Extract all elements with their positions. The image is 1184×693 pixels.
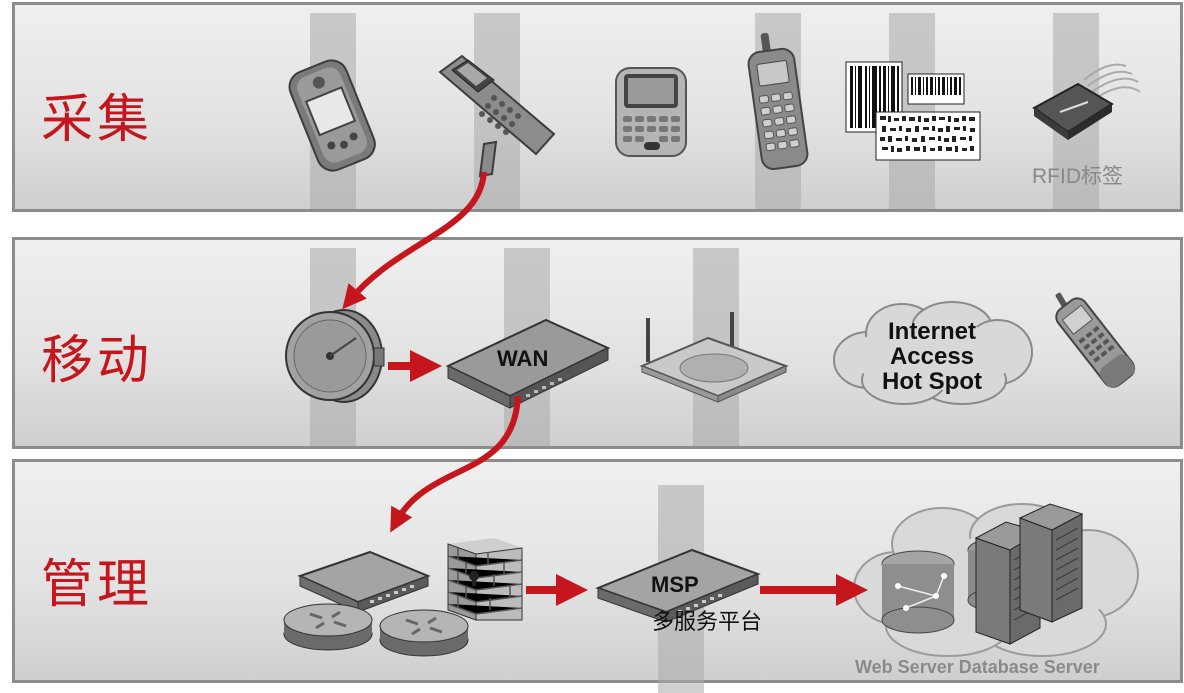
- msp-title: MSP: [651, 572, 699, 597]
- msp-platform-icon: [595, 548, 761, 623]
- row-label-mobile: 移动: [41, 331, 154, 391]
- hotspot-line-2: Access: [889, 343, 975, 370]
- server-cloud-icon: [853, 503, 1139, 657]
- barcode-scanner-icon: [438, 54, 556, 178]
- row-label-manage: 管理: [41, 555, 154, 615]
- router-icon: [283, 603, 373, 651]
- wan-router-icon: [445, 318, 611, 409]
- switch-icon: [297, 550, 431, 613]
- capture-panel: 采集: [12, 2, 1183, 212]
- rfid-caption: RFID标签: [1032, 165, 1123, 188]
- smartphone-icon: [615, 67, 687, 157]
- cell-phone-icon: [747, 32, 809, 171]
- rfid-reader-icon: [1032, 63, 1141, 140]
- satellite-dish-icon: [285, 309, 385, 403]
- msp-subtitle: 多服务平台: [652, 609, 763, 634]
- wireless-access-point-icon: [639, 312, 789, 403]
- stripe-overflow: [658, 680, 704, 693]
- hotspot-line-3: Hot Spot: [882, 368, 982, 395]
- server-caption: Web Server Database Server: [855, 657, 1100, 677]
- row-label-capture: 采集: [41, 90, 154, 150]
- barcode-labels-icon: [845, 61, 981, 161]
- firewall-icon: [447, 538, 523, 621]
- wan-label: WAN: [497, 346, 549, 371]
- hotspot-line-1: Internet: [887, 318, 976, 345]
- pda-icon: [288, 59, 376, 172]
- cloud-icon: [833, 301, 1033, 405]
- mobile-phone-icon: [1055, 292, 1136, 388]
- router-icon: [379, 609, 469, 657]
